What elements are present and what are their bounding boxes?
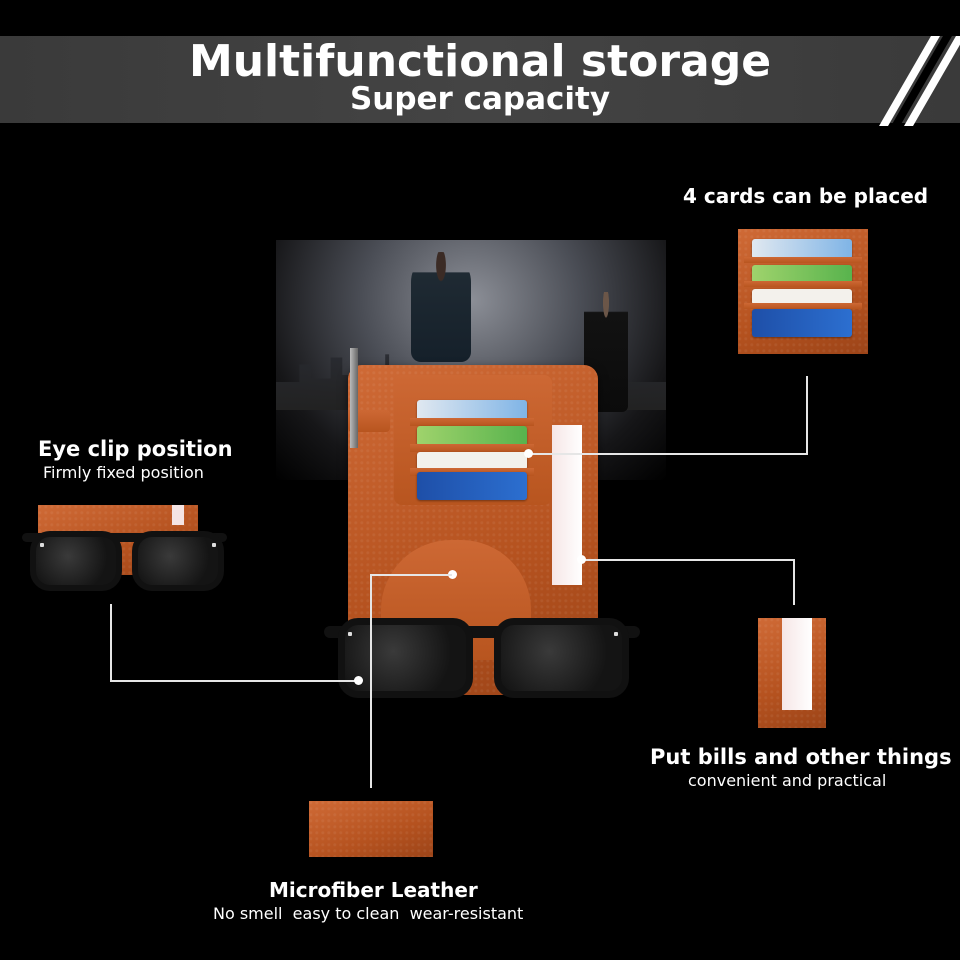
bills-connector-dot — [577, 555, 586, 564]
leather-callout-title: Microfiber Leather — [269, 878, 478, 902]
bills-closeup-image — [758, 618, 826, 728]
page-subtitle: Super capacity — [349, 81, 611, 117]
eye-clip-callout-title: Eye clip position — [38, 437, 233, 461]
eye-clip-connector-line — [110, 604, 112, 682]
cards-callout-title: 4 cards can be placed — [683, 184, 929, 208]
eye-clip-connector-line — [110, 680, 360, 682]
bills-connector-line — [582, 559, 795, 561]
card-1 — [417, 400, 527, 422]
cards-connector-line — [806, 376, 808, 454]
page-title: Multifunctional storage — [188, 36, 772, 87]
bills-connector-line — [793, 559, 795, 605]
eye-clip-closeup-image — [22, 505, 227, 605]
woman-figure — [411, 252, 471, 362]
bills-callout-title: Put bills and other things — [650, 745, 952, 769]
card-slot-edge — [410, 418, 534, 426]
bills-callout-subtitle: convenient and practical — [688, 771, 887, 790]
cards-closeup-image — [738, 229, 868, 354]
leather-connector-dot — [448, 570, 457, 579]
leather-swatch-image — [309, 801, 433, 857]
eye-clip-callout-subtitle: Firmly fixed position — [43, 463, 204, 482]
sunglasses — [324, 608, 640, 698]
eye-clip-connector-dot — [354, 676, 363, 685]
pen — [350, 348, 358, 448]
leather-connector-line — [370, 574, 372, 788]
leather-connector-line — [370, 574, 452, 576]
card-slot-edge — [410, 444, 534, 452]
header-banner — [0, 36, 960, 123]
card-4 — [417, 472, 527, 500]
card-2 — [417, 426, 527, 446]
cards-connector-dot — [524, 449, 533, 458]
product-photo — [276, 240, 666, 720]
cards-connector-line — [528, 453, 808, 455]
leather-callout-subtitle: No smell easy to clean wear-resistant — [213, 904, 524, 923]
pen-strap — [348, 410, 390, 432]
card-3 — [417, 452, 527, 470]
